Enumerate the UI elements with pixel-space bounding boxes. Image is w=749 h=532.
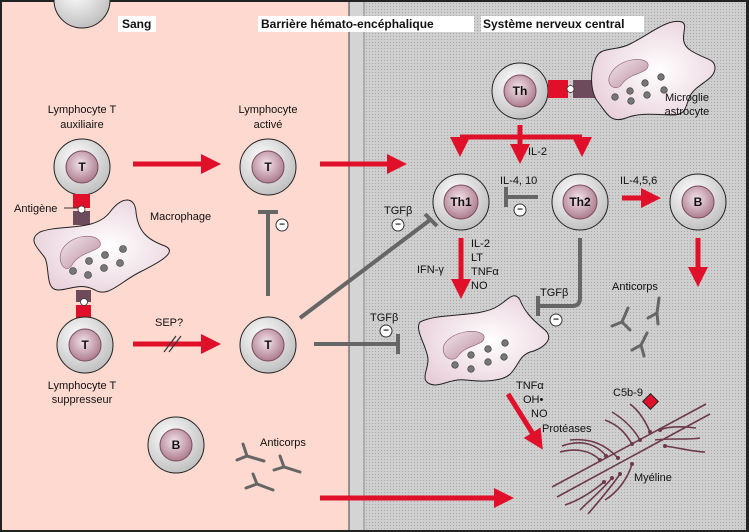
antibodies-blood xyxy=(235,442,302,492)
minus-badge-tgfb-th2: − xyxy=(549,313,563,327)
header-blood: Sang xyxy=(122,17,151,31)
label-microglia-1: Microglie xyxy=(665,92,709,104)
th1-product-2: TNFα xyxy=(471,266,499,278)
label-myelin: Myéline xyxy=(634,472,672,484)
label-c5b9: C5b-9 xyxy=(613,387,643,399)
il2-branch-arrows xyxy=(450,125,592,164)
label-tgfb-th2: TGFβ xyxy=(540,287,568,299)
header-bg-barrier xyxy=(258,16,474,32)
label-ifn: IFN-γ xyxy=(417,264,444,276)
label-tgfb-th1: TGFβ xyxy=(384,205,412,217)
inhibit-th2-to-th1 xyxy=(504,187,538,207)
inhibit-suppressor-to-activated xyxy=(258,210,278,296)
label-activated-1: Lymphocyte xyxy=(239,104,298,116)
break-mark-2 xyxy=(168,335,182,353)
svg-text:T: T xyxy=(264,338,272,352)
svg-text:T: T xyxy=(78,160,86,174)
svg-text:−: − xyxy=(553,315,559,326)
c5b9-complex xyxy=(642,393,659,410)
label-suppressor-1: Lymphocyte T xyxy=(48,380,117,392)
toxic-product-3: Protéases xyxy=(542,423,592,435)
header-cns: Système nerveux central xyxy=(483,17,624,31)
myelin-nodes xyxy=(598,428,667,484)
b-cell-blood: B xyxy=(147,416,205,474)
tcr-antigen-complex-top xyxy=(73,194,90,225)
macrophage-blood xyxy=(33,199,170,293)
header-barrier: Barrière hémato-encéphalique xyxy=(261,17,434,31)
label-antibodies-cns: Anticorps xyxy=(612,281,658,293)
toxic-product-0: TNFα xyxy=(516,380,544,392)
inhibit-th2-to-macrophage xyxy=(536,238,582,316)
toxic-product-2: NO xyxy=(531,408,548,420)
th-cell-cns: Th xyxy=(491,62,549,120)
toxic-product-1: OH• xyxy=(523,394,544,406)
minus-badge-1: − xyxy=(275,218,289,232)
svg-text:−: − xyxy=(279,220,285,231)
macrophage-cns xyxy=(418,295,550,386)
svg-text:Th2: Th2 xyxy=(569,195,591,209)
label-suppressor-2: suppresseur xyxy=(52,394,113,406)
helper-t-cell: T xyxy=(53,0,111,196)
svg-text:Th1: Th1 xyxy=(450,195,472,209)
label-helper-t-2: auxiliaire xyxy=(60,119,103,131)
inhibit-bar-th1 xyxy=(423,212,439,228)
svg-text:T: T xyxy=(81,338,89,352)
label-il456: IL-4,5,6 xyxy=(620,175,657,187)
microglia-astrocyte xyxy=(591,20,716,120)
minus-badge-tgfb-mac: − xyxy=(379,324,393,338)
th1-product-0: IL-2 xyxy=(471,238,490,250)
antibodies-cns xyxy=(610,296,661,358)
label-sep: SEP? xyxy=(155,317,183,329)
header-bg-cns xyxy=(481,16,644,32)
th1-product-1: LT xyxy=(471,252,483,264)
inhibit-suppressor-to-macrophage xyxy=(314,334,400,354)
svg-text:−: − xyxy=(383,326,389,337)
label-helper-t-1: Lymphocyte T xyxy=(48,104,117,116)
suppressor-t-cell-middle: T xyxy=(239,316,297,374)
svg-text:Th: Th xyxy=(513,84,528,98)
th1-cell: Th1 xyxy=(432,173,490,231)
activated-t-cell: T xyxy=(239,138,297,196)
label-il4-10: IL-4, 10 xyxy=(500,175,537,187)
label-microglia-2: astrocyte xyxy=(665,106,710,118)
label-il2-top: IL-2 xyxy=(528,146,547,158)
svg-text:B: B xyxy=(172,438,181,452)
svg-text:−: − xyxy=(395,220,401,231)
svg-text:B: B xyxy=(694,195,703,209)
inhibit-suppressor-to-th1 xyxy=(298,218,432,320)
svg-text:T: T xyxy=(264,160,272,174)
th2-cell: Th2 xyxy=(551,173,609,231)
header-bg-blood xyxy=(118,16,156,32)
break-mark-1 xyxy=(163,335,177,353)
arrow-macrophage-to-myelin xyxy=(505,392,543,450)
barrier-region xyxy=(349,2,364,530)
th1-product-3: NO xyxy=(471,280,488,292)
suppressor-t-cell: T xyxy=(56,316,114,374)
tcr-complex-cns xyxy=(548,80,595,98)
svg-text:−: − xyxy=(517,205,523,216)
tcr-antigen-complex-bottom xyxy=(76,290,91,319)
minus-badge-th2-th1: − xyxy=(513,203,527,217)
label-antibodies-blood: Anticorps xyxy=(260,437,306,449)
label-macrophage: Macrophage xyxy=(150,211,211,223)
label-activated-2: activé xyxy=(254,119,283,131)
label-tgfb-mac: TGFβ xyxy=(370,312,398,324)
label-antigen: Antigène xyxy=(14,203,57,215)
b-cell-cns: B xyxy=(669,173,727,231)
myelin-sheath xyxy=(551,403,711,515)
minus-badge-tgfb-th1: − xyxy=(391,218,405,232)
